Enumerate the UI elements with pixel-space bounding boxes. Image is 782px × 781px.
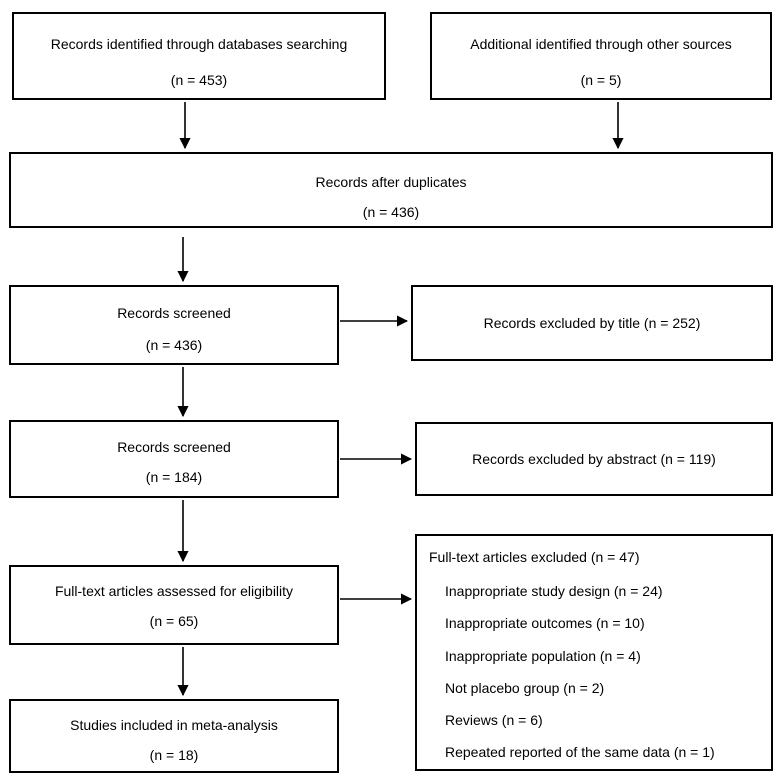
box-studies-included: Studies included in meta-analysis (n = 1… [9, 699, 339, 773]
label-studies-included: Studies included in meta-analysis [70, 717, 278, 733]
count-records-screened-title: (n = 436) [145, 337, 203, 353]
box-records-after-duplicates: Records after duplicates (n = 436) [9, 152, 773, 228]
label-records-identified-databases: Records identified through databases sea… [50, 36, 348, 52]
count-records-identified-databases: (n = 453) [170, 72, 228, 88]
box-records-screened-abstract: Records screened (n = 184) [9, 420, 339, 498]
count-records-after-duplicates: (n = 436) [362, 204, 420, 220]
exclusion-reason: Not placebo group (n = 2) [445, 680, 605, 696]
label-additional-other-sources: Additional identified through other sour… [470, 36, 732, 52]
exclusion-reason: Inappropriate outcomes (n = 10) [445, 615, 645, 631]
label-records-screened-title: Records screened [117, 305, 231, 321]
exclusion-reason: Reviews (n = 6) [445, 712, 543, 728]
count-additional-other-sources: (n = 5) [580, 72, 622, 88]
box-additional-other-sources: Additional identified through other sour… [430, 12, 772, 100]
count-full-text-assessed: (n = 65) [149, 613, 199, 629]
exclusion-reason: Repeated reported of the same data (n = … [445, 744, 715, 760]
exclusion-reason: Inappropriate study design (n = 24) [445, 583, 663, 599]
count-studies-included: (n = 18) [149, 747, 199, 763]
label-full-text-excluded-header: Full-text articles excluded (n = 47) [429, 549, 640, 565]
count-records-screened-abstract: (n = 184) [145, 469, 203, 485]
box-records-screened-title: Records screened (n = 436) [9, 285, 339, 365]
label-full-text-assessed: Full-text articles assessed for eligibil… [54, 583, 294, 599]
box-records-identified-databases: Records identified through databases sea… [12, 12, 386, 100]
box-excluded-by-abstract: Records excluded by abstract (n = 119) [415, 422, 773, 496]
label-records-after-duplicates: Records after duplicates [315, 174, 467, 190]
exclusion-reason: Inappropriate population (n = 4) [445, 648, 641, 664]
label-records-screened-abstract: Records screened [117, 439, 231, 455]
label-excluded-by-title: Records excluded by title (n = 252) [483, 315, 701, 331]
label-excluded-by-abstract: Records excluded by abstract (n = 119) [472, 451, 716, 467]
box-full-text-excluded: Full-text articles excluded (n = 47) Ina… [415, 534, 773, 771]
box-excluded-by-title: Records excluded by title (n = 252) [411, 285, 773, 361]
box-full-text-assessed: Full-text articles assessed for eligibil… [9, 565, 339, 645]
